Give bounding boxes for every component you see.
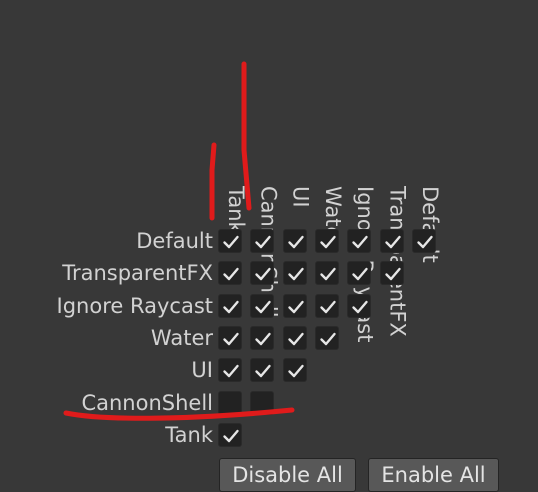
checkmark-icon [287,235,304,249]
collision-checkbox-transparentfx-transparentfx[interactable] [379,261,404,286]
collision-checkbox-ui-cannonshell[interactable] [250,358,275,383]
checkmark-icon [255,364,271,378]
column-label-water: Water [320,186,345,249]
row-label-ui: UI [191,358,213,383]
collision-checkbox-ui-tank[interactable] [218,358,242,383]
collision-checkbox-ignore-raycast-ignore-raycast[interactable] [347,293,372,318]
collision-checkbox-tank-tank[interactable] [218,422,242,447]
checkmark-icon [255,268,271,281]
collision-checkbox-default-default[interactable] [411,229,436,253]
column-label-ui: UI [288,186,313,208]
collision-checkbox-ignore-raycast-tank[interactable] [218,293,242,318]
checkmark-icon [320,300,336,313]
checkmark-icon [223,364,239,378]
checkmark-icon [255,300,271,313]
collision-checkbox-transparentfx-ignore-raycast[interactable] [347,261,372,286]
checkmark-icon [384,268,401,281]
checkmark-icon [287,332,304,346]
row-label-default: Default [136,229,213,253]
checkmark-icon [287,268,304,281]
collision-checkbox-default-ignore-raycast[interactable] [347,229,372,253]
collision-checkbox-default-water[interactable] [314,229,339,253]
collision-checkbox-transparentfx-water[interactable] [314,261,339,286]
disable-all-button[interactable]: Disable All [219,458,356,492]
checkmark-icon [287,300,304,313]
row-label-tank: Tank [165,422,213,447]
collision-checkbox-default-tank[interactable] [218,229,242,253]
collision-checkbox-cannonshell-cannonshell[interactable] [250,390,275,415]
collision-checkbox-water-cannonshell[interactable] [250,325,275,350]
collision-checkbox-cannonshell-tank[interactable] [218,390,242,415]
checkmark-icon [223,235,239,249]
enable-all-button[interactable]: Enable All [368,458,499,492]
collision-checkbox-ignore-raycast-water[interactable] [314,293,339,318]
column-label-default: Default [417,186,442,263]
collision-checkbox-water-tank[interactable] [218,325,242,350]
row-label-ignore-raycast: Ignore Raycast [56,293,213,318]
checkmark-icon [320,268,336,281]
checkmark-icon [255,235,271,249]
checkmark-icon [223,332,239,346]
checkmark-icon [417,235,433,249]
row-label-cannonshell: CannonShell [81,390,213,415]
collision-checkbox-ignore-raycast-ui[interactable] [282,293,307,318]
collision-checkbox-water-water[interactable] [314,325,339,350]
checkmark-icon [320,332,336,346]
checkmark-icon [352,235,368,249]
checkmark-icon [384,235,401,249]
checkmark-icon [223,300,239,313]
collision-checkbox-default-ui[interactable] [282,229,307,253]
row-label-transparentfx: TransparentFX [62,261,213,286]
checkmark-icon [352,268,368,281]
collision-checkbox-transparentfx-cannonshell[interactable] [250,261,275,286]
collision-checkbox-water-ui[interactable] [282,325,307,350]
collision-checkbox-transparentfx-tank[interactable] [218,261,242,286]
checkmark-icon [223,429,239,442]
collision-checkbox-ui-ui[interactable] [282,358,307,383]
column-label-tank: Tank [224,186,248,234]
checkmark-icon [223,268,239,281]
collision-checkbox-default-cannonshell[interactable] [250,229,275,253]
annotation-stroke-tank [209,142,217,221]
collision-checkbox-default-transparentfx[interactable] [379,229,404,253]
column-label-cannonshell: CannonShell [254,186,282,318]
collision-checkbox-ignore-raycast-cannonshell[interactable] [250,293,275,318]
checkmark-icon [287,364,304,378]
checkmark-icon [320,235,336,249]
column-label-transparentfx: TransparentFX [384,186,412,337]
column-label-ignore-raycast: Ignore Raycast [353,186,378,342]
row-label-water: Water [150,325,213,350]
checkmark-icon [255,332,271,346]
checkmark-icon [352,300,368,313]
collision-checkbox-transparentfx-ui[interactable] [282,261,307,286]
